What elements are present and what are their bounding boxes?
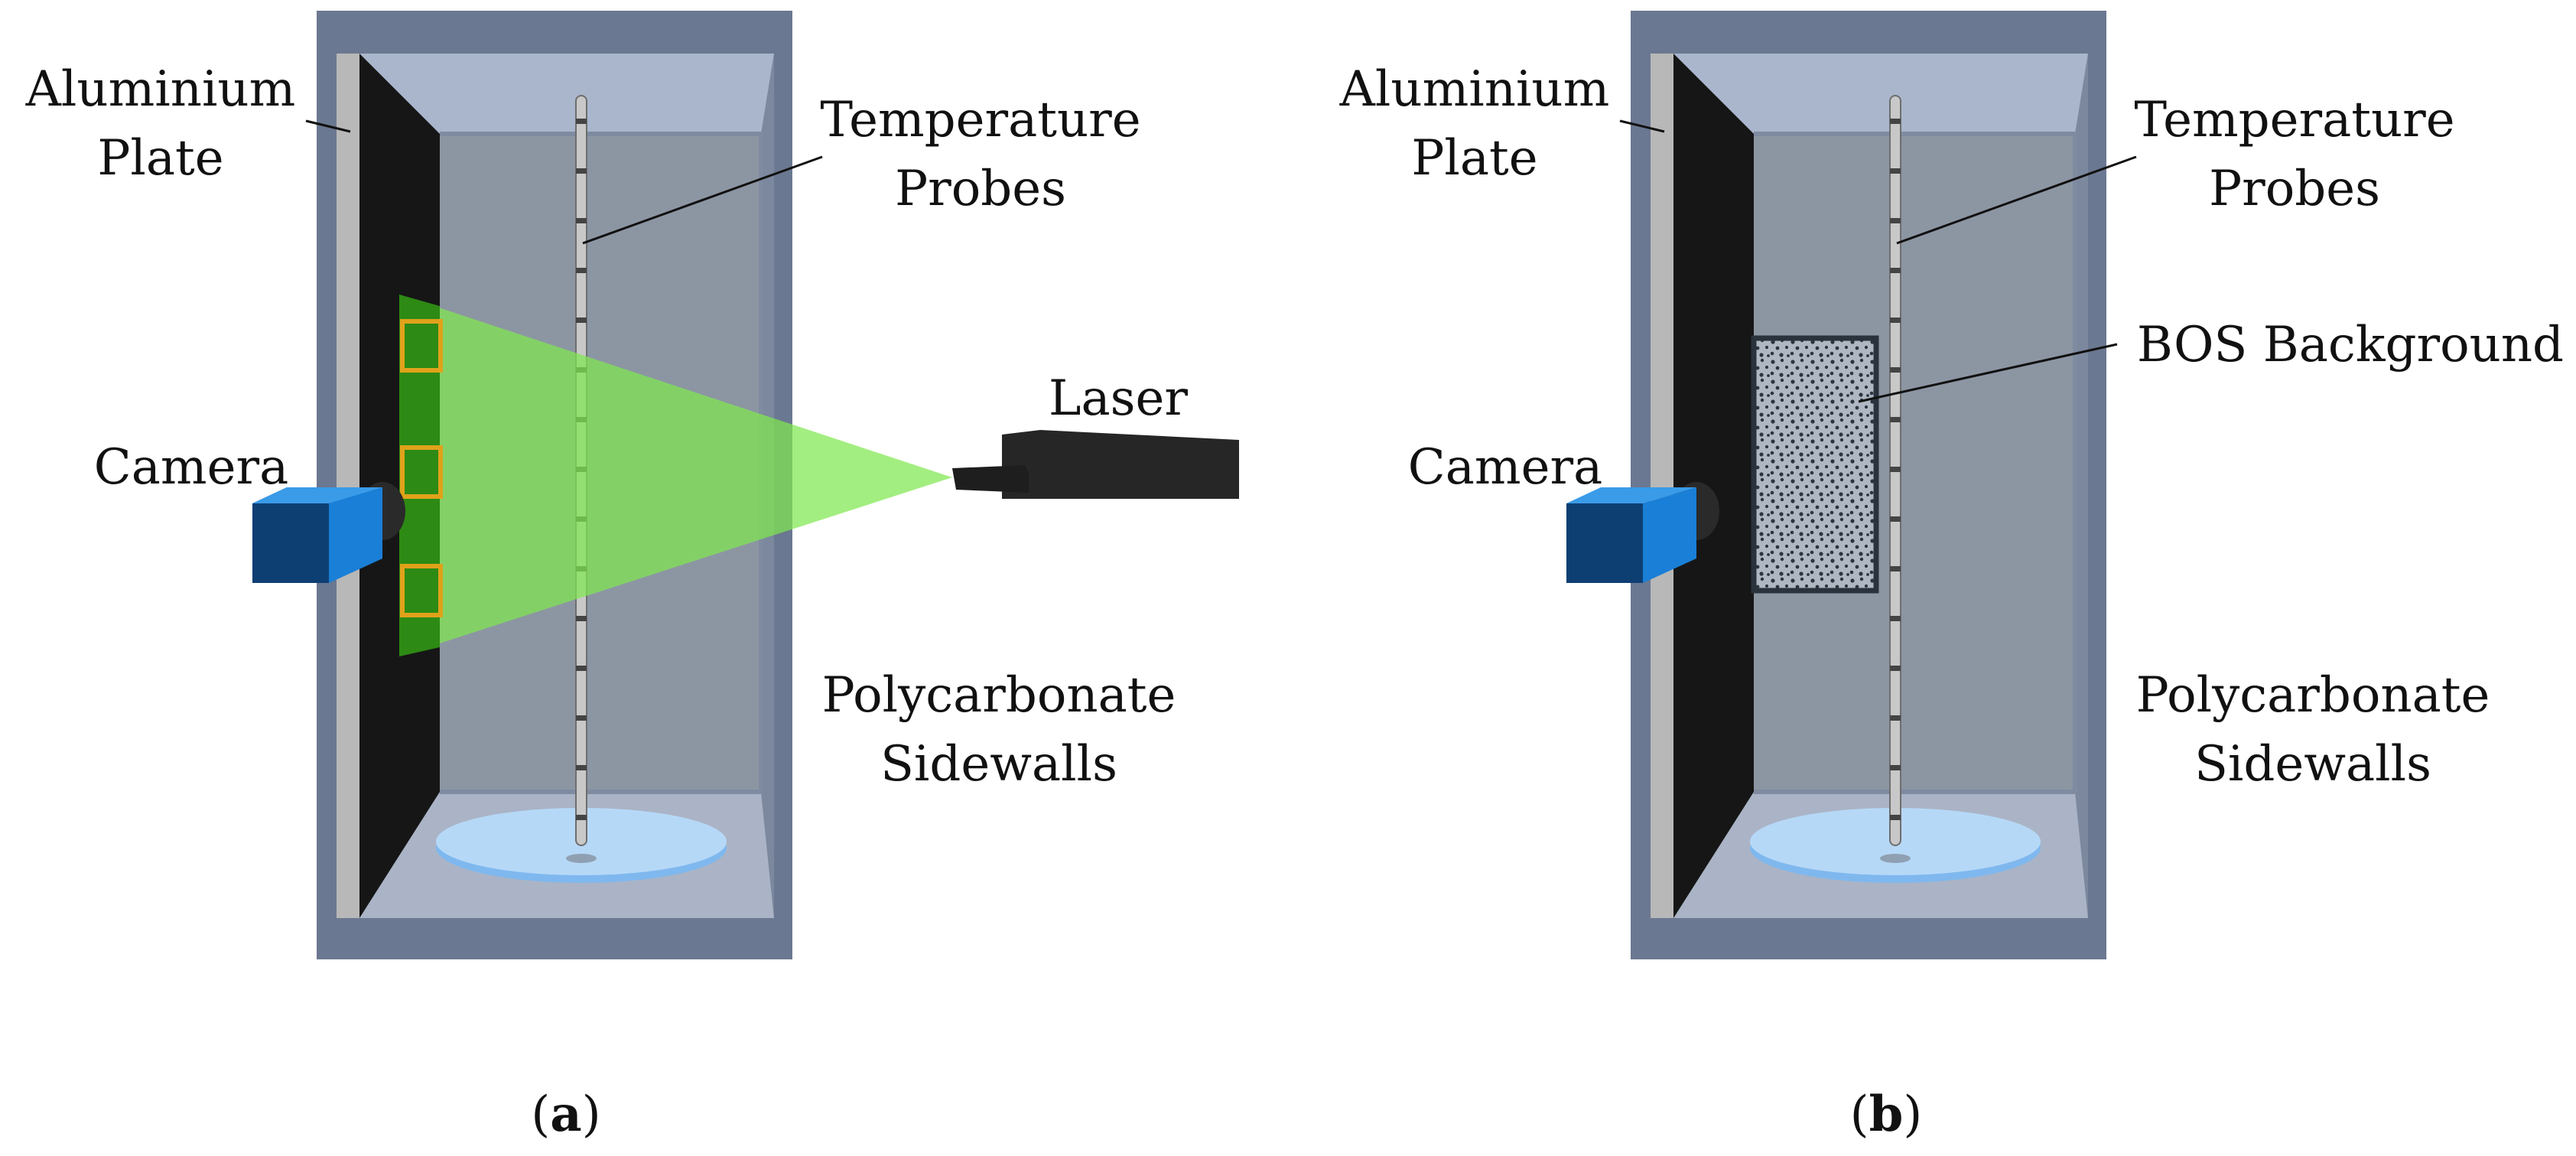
laser-device: [952, 430, 1239, 499]
laser-nozzle: [952, 465, 1029, 493]
camera-label: Camera: [1408, 439, 1602, 496]
camera-b: [1566, 482, 1719, 583]
aluminium-leader-a: [305, 119, 351, 133]
temperature-probe-b: [1889, 95, 1901, 846]
aluminium-label-line1: Aluminium: [1339, 61, 1610, 118]
caption-a: (a): [531, 1086, 600, 1143]
plate-face: [1673, 54, 1754, 918]
fov-box-bottom: [400, 564, 443, 617]
enclosure-top-wall: [1651, 54, 2088, 134]
aluminium-leader-b: [1619, 119, 1665, 133]
fov-box-top: [400, 319, 443, 373]
laser-body: [1002, 430, 1239, 499]
probe-sensors: [1890, 119, 1901, 820]
plate-edge: [337, 54, 359, 918]
bos-background: [1751, 335, 1879, 594]
sidewalls-label-line2: Sidewalls: [880, 736, 1117, 793]
caption-b: (b): [1850, 1086, 1923, 1143]
bos-label: BOS Background: [2137, 317, 2564, 373]
sidewalls-label-line1: Polycarbonate: [2136, 667, 2490, 724]
field-of-view-boxes: [400, 319, 443, 617]
probes-leader-b: [1896, 155, 2137, 245]
enclosure-top-wall: [337, 54, 774, 134]
aluminium-label-line2: Plate: [97, 130, 223, 187]
fov-box-middle: [400, 445, 443, 499]
bos-leader: [1858, 343, 2118, 403]
probes-label-line2: Probes: [2209, 161, 2380, 217]
laser-sheet: [399, 295, 952, 656]
sidewalls-label-line1: Polycarbonate: [822, 667, 1176, 724]
aluminium-label-line2: Plate: [1411, 130, 1537, 187]
enclosure-right-wall: [2075, 54, 2088, 918]
laser-label: Laser: [1049, 370, 1188, 427]
probes-label-line2: Probes: [895, 161, 1066, 217]
camera-label: Camera: [94, 439, 288, 496]
sidewalls-label-line2: Sidewalls: [2194, 736, 2431, 793]
panel-b: Aluminium Plate Temperature Probes BOS B…: [1339, 11, 2564, 1143]
probes-label-line1: Temperature: [2134, 92, 2454, 148]
aluminium-plate-b: [1651, 54, 1754, 918]
panel-a: Aluminium Plate Temperature Probes Camer…: [25, 11, 1239, 1143]
aluminium-label-line1: Aluminium: [25, 61, 296, 118]
plate-edge: [1651, 54, 1673, 918]
probes-leader-a: [582, 155, 823, 245]
camera-a: [252, 482, 405, 583]
laser-sheet-on-plate: [399, 295, 440, 656]
probes-label-line1: Temperature: [820, 92, 1140, 148]
